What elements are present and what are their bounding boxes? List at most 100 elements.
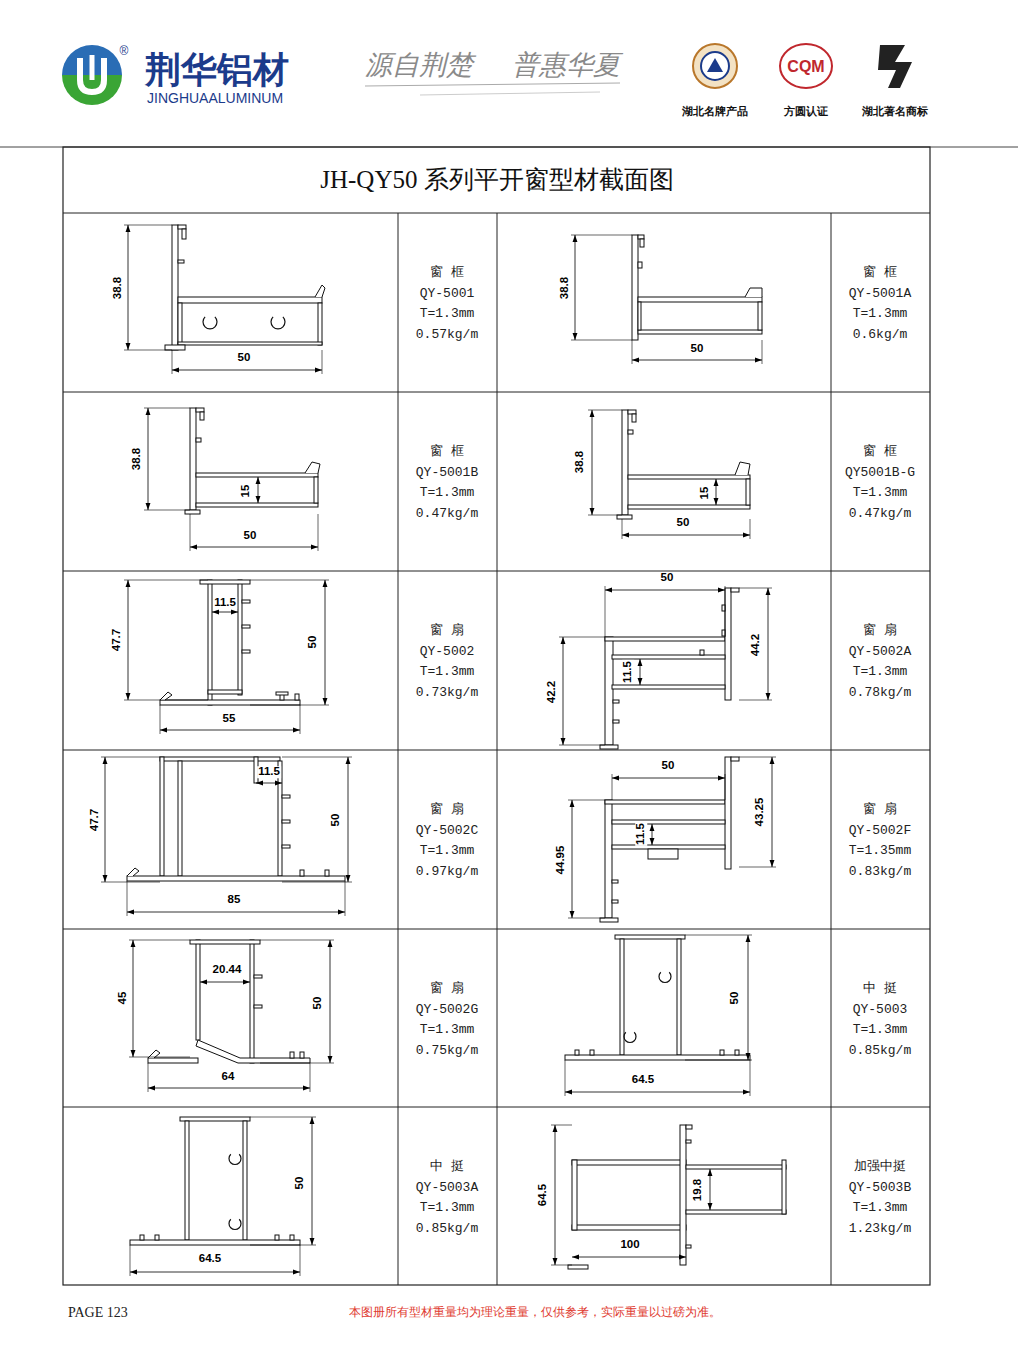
screw-port	[271, 317, 285, 329]
extension-line	[172, 350, 173, 374]
profile-wall	[148, 1058, 198, 1063]
dimension-value: 50	[676, 517, 691, 529]
extension-line	[762, 340, 763, 364]
profile-wall	[182, 229, 186, 239]
dimension-line	[312, 1117, 313, 1245]
dimension-value: 20.44	[212, 964, 243, 976]
profile-wall	[295, 694, 299, 700]
profile-wall	[290, 1235, 294, 1240]
profile-wall	[127, 876, 345, 881]
profile-wall	[612, 845, 725, 849]
profile-section	[568, 1125, 786, 1269]
profile-section	[632, 235, 762, 340]
profile-wall	[276, 692, 288, 695]
profile-wall	[208, 690, 242, 694]
part-number: QY-5002A	[849, 644, 911, 659]
profile-section	[185, 408, 320, 514]
cqm-badge	[780, 44, 832, 88]
dimension-line	[563, 637, 564, 745]
profile-section	[160, 580, 300, 705]
dimension-line	[348, 757, 349, 882]
profile-wall	[590, 1050, 594, 1055]
wall-thickness: T=1.3mm	[853, 307, 908, 322]
profile-wall	[600, 918, 618, 922]
extension-line	[551, 1125, 572, 1126]
wall-thickness: T=1.3mm	[420, 1201, 475, 1216]
profile-wall	[165, 345, 185, 350]
screw-port	[229, 1154, 241, 1164]
profile-wall	[612, 820, 725, 824]
profile-wall	[172, 225, 178, 350]
dimension-value: 38.8	[559, 276, 571, 300]
extension-line	[190, 514, 191, 551]
extension-line	[559, 637, 605, 638]
dimension-line	[148, 408, 149, 510]
profile-wall	[628, 430, 633, 434]
profile-wall	[250, 940, 254, 1063]
extension-line	[685, 1060, 752, 1061]
profile-wall	[178, 342, 322, 345]
column-rule	[831, 213, 832, 1285]
profile-wall	[605, 637, 725, 641]
medal-icon	[693, 44, 737, 88]
profile-type: 窗 扇	[430, 803, 464, 818]
profile-wall	[613, 700, 619, 703]
profile-type: 加强中挺	[854, 1160, 906, 1175]
profile-section	[600, 588, 739, 749]
profile-wall	[185, 510, 200, 514]
dimension-value: 11.5	[257, 766, 281, 778]
wall-thickness: T=1.3mm	[420, 1023, 475, 1038]
dimension-value: 50	[307, 635, 319, 650]
extension-line	[101, 882, 160, 883]
column-rule	[398, 213, 399, 1285]
profile-section	[165, 225, 325, 350]
profile-wall	[180, 1117, 250, 1121]
part-number: QY-5002C	[416, 823, 478, 838]
extension-line	[750, 519, 751, 539]
dimension-line	[622, 535, 750, 536]
profile-wall	[290, 1052, 294, 1058]
medal-icon	[707, 58, 723, 72]
wall-thickness: T=1.3mm	[420, 844, 475, 859]
unit-weight: 0.85kg/m	[849, 1043, 911, 1058]
profile-wall	[325, 870, 329, 876]
dimension-value: 64	[221, 1071, 236, 1083]
profile-wall	[686, 1140, 691, 1143]
medal-icon	[701, 52, 729, 80]
dimension-line	[105, 757, 106, 882]
profile-wall	[677, 939, 681, 1055]
profile-wall	[686, 1245, 691, 1248]
profile-wall	[318, 303, 322, 345]
slogan-underline	[365, 83, 620, 86]
extension-line	[739, 700, 772, 701]
dimension-line	[258, 477, 259, 503]
profile-wall	[638, 262, 642, 268]
profile-wall	[725, 588, 731, 700]
table-grid	[0, 147, 1018, 1285]
dimension-line	[256, 783, 282, 784]
logo-mark	[90, 55, 95, 80]
extension-line	[144, 408, 190, 409]
dimension-line	[768, 588, 769, 700]
extension-line	[129, 1057, 190, 1058]
dimension-value: 50	[660, 572, 675, 584]
dimension-line	[212, 612, 238, 613]
dimension-value: 100	[619, 1239, 640, 1251]
profile-wall	[242, 650, 250, 653]
profile-wall	[208, 580, 212, 705]
dimension-line	[605, 590, 725, 591]
registered-mark: ®	[120, 45, 129, 59]
profile-wall	[632, 235, 638, 340]
profile-wall	[568, 1265, 588, 1269]
slogan: 普惠华夏	[512, 50, 620, 81]
extension-line	[725, 774, 726, 800]
profile-type: 窗 框	[430, 445, 464, 460]
profile-wall	[196, 473, 318, 477]
profile-type: 窗 框	[863, 445, 897, 460]
slogan-underline	[420, 92, 600, 95]
unit-weight: 0.47kg/m	[416, 506, 478, 521]
extension-line	[725, 586, 726, 637]
profile-type: 窗 框	[430, 266, 464, 281]
wall-thickness: T=1.3mm	[420, 665, 475, 680]
